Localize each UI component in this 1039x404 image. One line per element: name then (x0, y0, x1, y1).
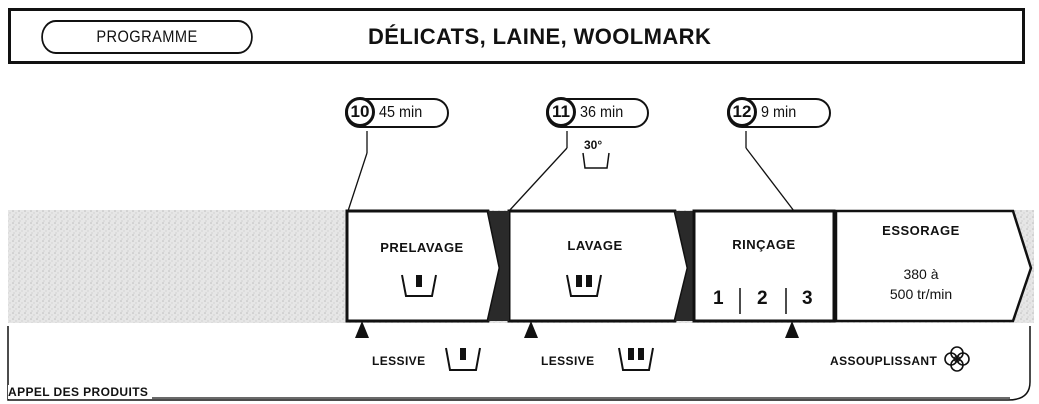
stage-rincage-box (675, 209, 836, 323)
detergent-compartment-1-icon (401, 274, 437, 297)
programme-header (8, 8, 1025, 64)
stage-lavage-label: LAVAGE (567, 238, 623, 253)
pointer-triangle-icon (524, 321, 538, 338)
assouplissant-label: ASSOUPLISSANT (830, 354, 938, 368)
detergent-compartment-2-icon (566, 274, 602, 297)
rinse-number-2: 2 (757, 288, 768, 309)
temperature-label: 30° (584, 138, 603, 152)
temperature-tub-icon (582, 152, 610, 169)
detergent-compartment-2-icon (618, 347, 654, 371)
product-call-strip (7, 326, 1031, 401)
step-number: 11 (546, 97, 576, 127)
rinse-number-1: 1 (713, 288, 724, 309)
pointer-triangle-icon (785, 321, 799, 338)
rinse-number-3: 3 (802, 288, 813, 309)
step-12-badge: 12 9 min (727, 97, 831, 128)
step-10-badge: 10 45 min (345, 97, 449, 128)
pointer-triangle-icon (355, 321, 369, 338)
softener-flower-icon (944, 346, 970, 372)
programme-title: DÉLICATS, LAINE, WOOLMARK (368, 24, 712, 49)
stage-prelavage-label: PRELAVAGE (380, 240, 464, 255)
stage-essorage-label: ESSORAGE (882, 223, 960, 238)
step-number: 12 (727, 97, 757, 127)
step-11-badge: 11 36 min (546, 97, 649, 128)
stage-prelavage-box (345, 209, 502, 323)
step-duration: 45 min (379, 104, 423, 121)
stage-essorage-box (834, 209, 1033, 323)
essorage-speed-line-2: 500 tr/min (889, 286, 953, 302)
stage-lavage-box (488, 209, 690, 323)
stage-rincage-label: RINÇAGE (732, 237, 796, 252)
detergent-compartment-1-icon (445, 347, 481, 371)
step-number: 10 (345, 97, 375, 127)
lessive-label-1: LESSIVE (372, 354, 426, 368)
programme-label: PROGRAMME (41, 20, 253, 54)
appel-des-produits-label: APPEL DES PRODUITS (8, 385, 153, 399)
essorage-speed-line-1: 380 à (903, 266, 939, 282)
step-duration: 36 min (580, 104, 624, 121)
lessive-label-2: LESSIVE (541, 354, 595, 368)
step-duration: 9 min (761, 104, 797, 121)
